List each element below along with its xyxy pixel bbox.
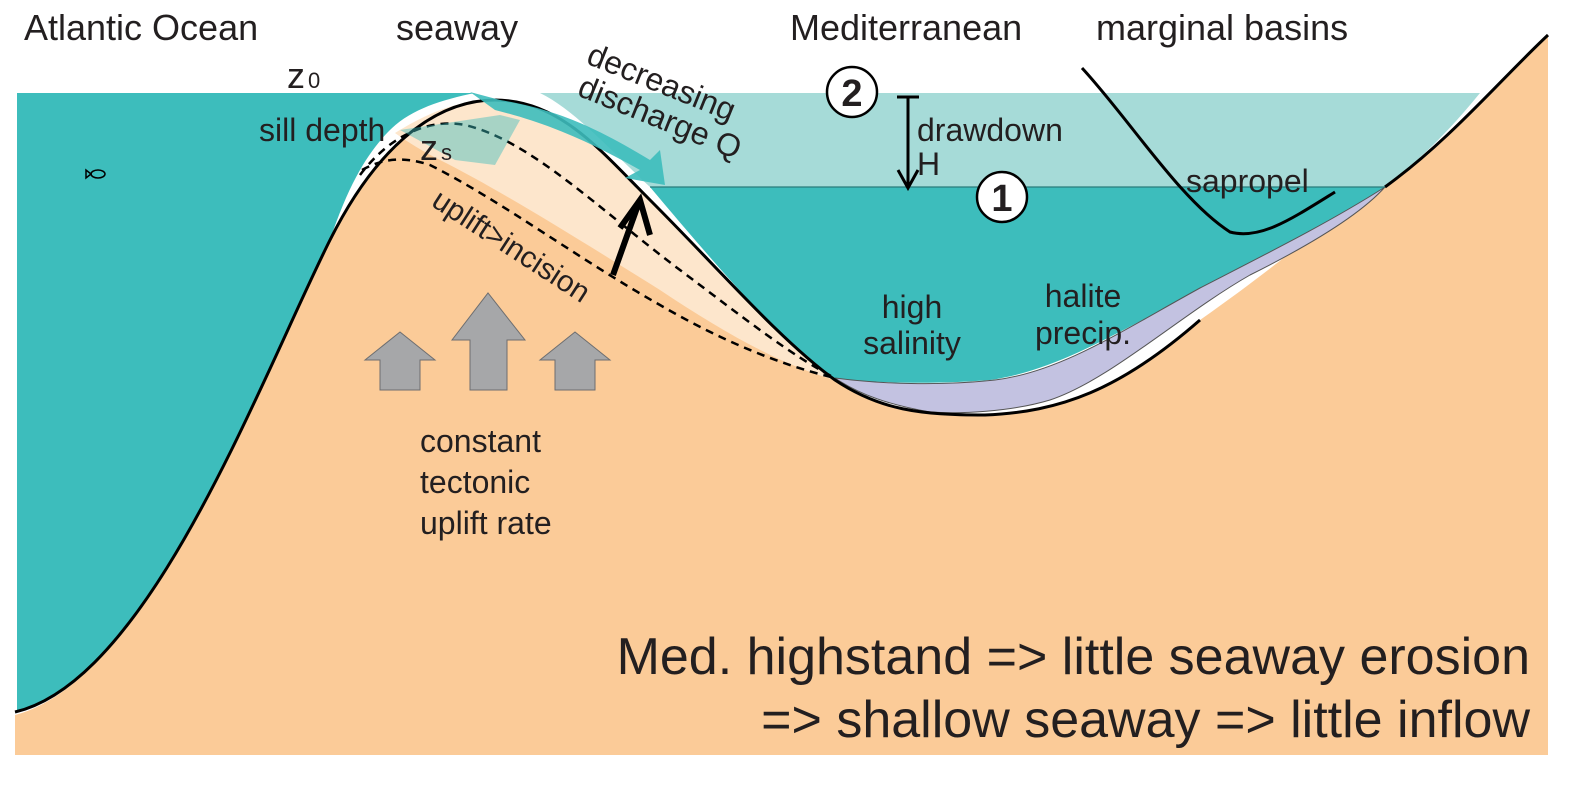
seaway-label: seaway xyxy=(396,7,518,48)
level-2-marker: 2 xyxy=(825,65,879,119)
uplift-rate-label: uplift rate xyxy=(420,505,552,541)
incision-arrow-icon xyxy=(610,193,653,277)
z0-symbol: z xyxy=(287,55,305,96)
level-1-label: 1 xyxy=(991,178,1012,220)
zs-subscript: s xyxy=(441,140,452,165)
halite-label: halite xyxy=(1045,278,1122,314)
uplift-arrow-icon xyxy=(363,292,612,391)
fish-icon xyxy=(85,168,106,180)
atlantic-water xyxy=(17,93,475,712)
caption-line-1: Med. highstand => little seaway erosion xyxy=(617,628,1530,686)
mediterranean-label: Mediterranean xyxy=(790,7,1022,48)
eroded-sill-zone xyxy=(395,100,835,380)
sapropel-label: sapropel xyxy=(1186,163,1309,199)
flow-arrow-icon xyxy=(400,92,665,185)
dashed-surface-lower xyxy=(361,158,836,380)
land-sediment xyxy=(15,35,1548,755)
halite-deposit xyxy=(834,186,1386,414)
precip-label: precip. xyxy=(1035,315,1131,351)
level-1-marker: 1 xyxy=(975,170,1029,224)
land-outline xyxy=(14,98,1201,714)
drawdown-marker xyxy=(896,95,920,192)
caption-line-2: => shallow seaway => little inflow xyxy=(761,691,1530,749)
z0-subscript: 0 xyxy=(308,68,320,93)
highstand-water-layer xyxy=(540,93,1480,187)
drawdown-label: drawdown xyxy=(917,112,1063,148)
margin-outline xyxy=(1384,33,1550,189)
atlantic-ocean-label: Atlantic Ocean xyxy=(24,7,258,48)
zs-symbol: z xyxy=(420,127,438,168)
mediterranean-water xyxy=(650,187,1385,383)
marginal-basin-outline xyxy=(1080,66,1336,236)
constant-label: constant xyxy=(420,423,541,459)
dashed-surface-upper xyxy=(359,122,836,380)
salinity-label: salinity xyxy=(863,325,961,361)
zs-label: z s xyxy=(420,127,452,168)
level-2-label: 2 xyxy=(841,73,862,115)
z0-label: z 0 xyxy=(287,55,320,96)
drawdown-h-label: H xyxy=(917,146,940,182)
tectonic-label: tectonic xyxy=(420,464,530,500)
marginal-basins-label: marginal basins xyxy=(1096,7,1348,48)
high-label: high xyxy=(882,289,943,325)
sill-depth-label: sill depth xyxy=(259,112,385,148)
